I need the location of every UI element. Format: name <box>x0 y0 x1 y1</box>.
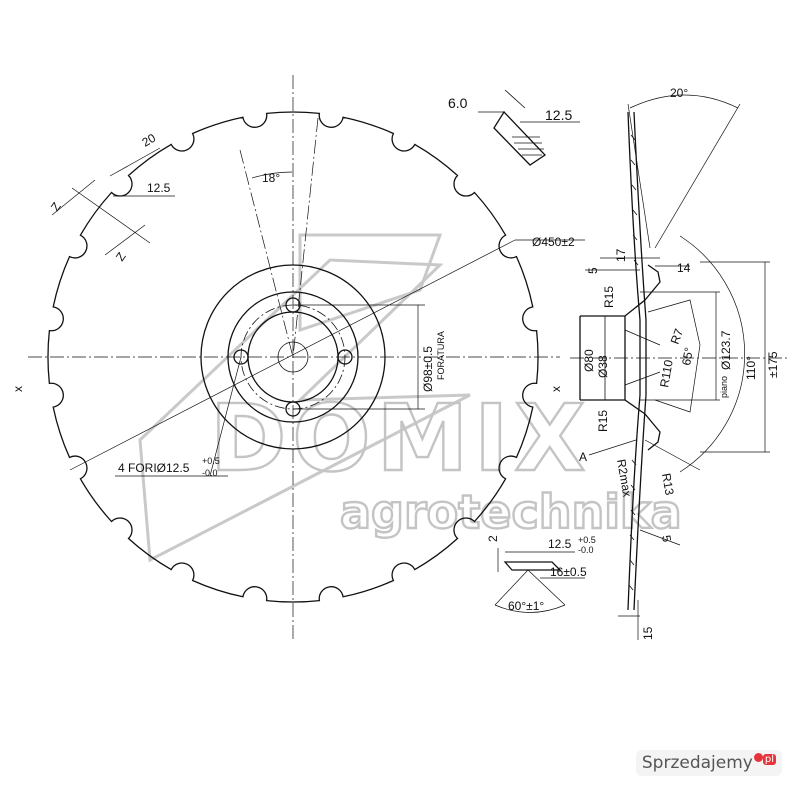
section-label-a: A <box>579 450 587 464</box>
site-logo: Sprzedajemy pl <box>635 750 782 776</box>
z-label-top: Z <box>48 200 64 214</box>
site-logo-text: Sprzedajemy <box>641 753 753 773</box>
z-label-bottom: Z <box>113 250 129 264</box>
section-d80: Ø80 <box>582 349 596 372</box>
site-logo-tld: pl <box>762 754 776 765</box>
notch-profile-width: 12.5 <box>548 537 572 551</box>
section-5-top: 5 <box>586 267 600 274</box>
watermark-subtitle: agrotechnika <box>340 485 682 539</box>
x-label-left: x <box>11 386 25 392</box>
section-r13: R13 <box>659 472 677 496</box>
section-view: 20° 17 5 14 R15 R7 Ø38 Ø80 Ø123.7 piano … <box>570 86 790 640</box>
section-d110: 110° <box>744 356 758 380</box>
section-d123: Ø123.7 <box>719 330 733 370</box>
watermark: DOMIX agrotechnika <box>138 233 683 563</box>
cone-angle-label: 20° <box>670 86 688 100</box>
disc-dimensions: Ø450±2 18° Ø98±0.5 FORATURA 4 FORIØ12.5 … <box>11 131 585 478</box>
notch-profile-width-tol-lower: -0.0 <box>578 545 594 555</box>
notch-radius-label: 20 <box>140 131 159 150</box>
section-14: 14 <box>677 261 691 275</box>
bevel-thickness-label: 6.0 <box>448 95 468 111</box>
section-r7: R7 <box>668 327 687 347</box>
holes-label: 4 FORIØ12.5 <box>118 461 190 475</box>
section-d38: Ø38 <box>596 355 610 378</box>
site-logo-dot <box>753 753 763 762</box>
section-15: 15 <box>641 626 655 640</box>
section-piano: piano <box>719 376 729 398</box>
section-d175: ±175 <box>766 351 780 378</box>
notch-width-label: 12.5 <box>147 181 171 195</box>
notch-profile-detail: 2 12.5 +0.5 -0.0 16±0.5 60°±1° <box>486 535 596 613</box>
pitch-angle-label: 18° <box>262 171 280 185</box>
section-r110: R110 <box>657 358 676 388</box>
disc-center-lines <box>28 75 560 640</box>
x-label-right: x <box>549 386 563 392</box>
holes-tol-lower: -0.0 <box>202 468 218 478</box>
foratura-label: FORATURA <box>436 331 446 380</box>
notch-profile-height: 2 <box>486 535 500 542</box>
bevel-detail: 6.0 12.5 <box>448 89 580 166</box>
bolt-circle-label: Ø98±0.5 <box>421 346 435 392</box>
outer-diameter-label: Ø450±2 <box>532 235 575 249</box>
section-5-bottom: 5 <box>659 534 674 543</box>
section-17: 17 <box>614 248 628 262</box>
section-angle65: 65° <box>679 346 696 366</box>
section-r2max: R2max <box>614 458 634 498</box>
section-r15-top: R15 <box>602 286 616 308</box>
notch-profile-depth: 16±0.5 <box>550 565 587 579</box>
notch-profile-angle: 60°±1° <box>508 599 544 613</box>
section-r15-bottom: R15 <box>596 410 610 432</box>
holes-tol-upper: +0.5 <box>202 456 220 466</box>
bevel-length-label: 12.5 <box>545 107 572 123</box>
notch-profile-width-tol-upper: +0.5 <box>578 535 596 545</box>
disc-notched-edge <box>47 111 539 603</box>
watermark-logo: DOMIX <box>210 385 591 492</box>
disc-outline <box>47 111 539 603</box>
